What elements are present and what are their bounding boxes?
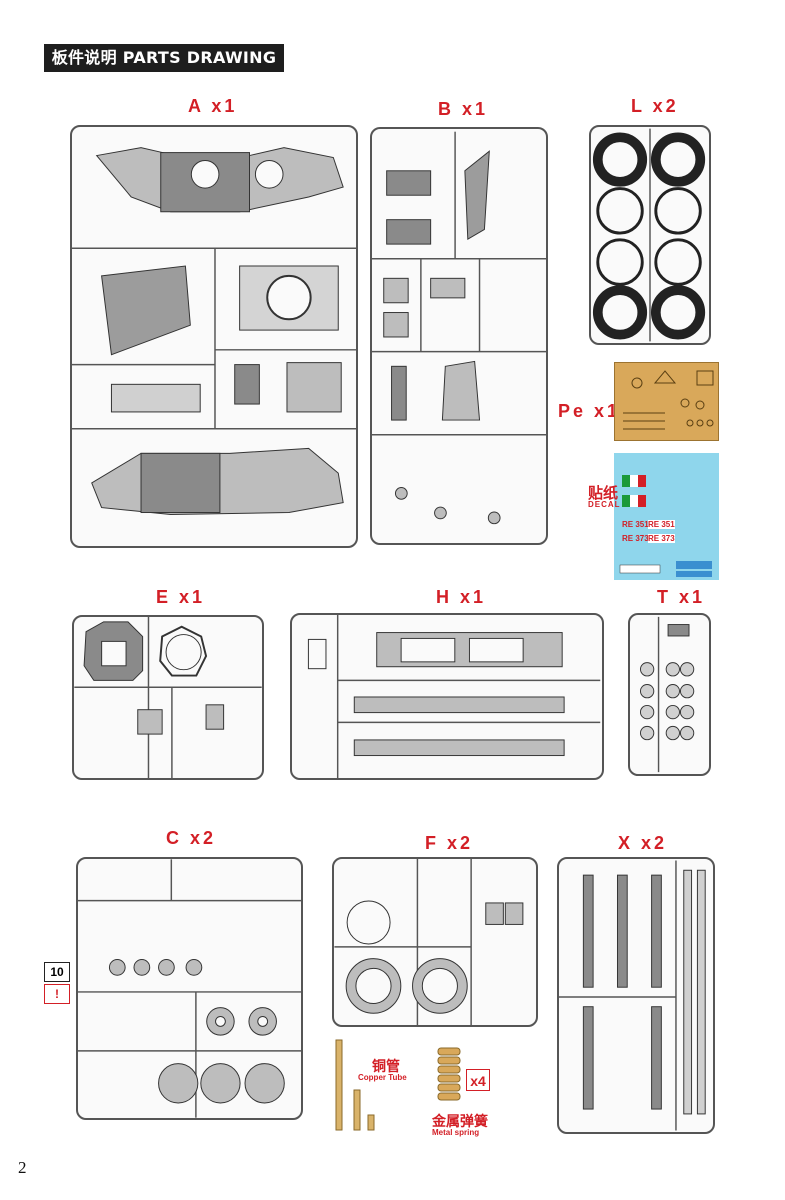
- sprue-c-art: [78, 859, 301, 1118]
- metal-spring-label-cn: 金属弹簧: [432, 1114, 488, 1130]
- sprue-l-art: [592, 128, 706, 342]
- metal-spring-label-en: Metal spring: [432, 1128, 480, 1137]
- copper-tube-icon: [335, 1039, 375, 1131]
- sprue-h: [290, 613, 604, 780]
- sprue-c-label: C x2: [166, 828, 217, 848]
- photo-etch-art: [623, 370, 714, 430]
- decal-watermark-en: DECAL: [588, 500, 621, 509]
- sprue-b-label: B x1: [438, 99, 489, 119]
- page-title: 板件说明 PARTS DRAWING: [44, 44, 284, 72]
- warning-icon: !: [44, 984, 70, 1004]
- sprue-x-art: [559, 860, 706, 1131]
- metal-spring-icon: [437, 1047, 461, 1101]
- sprue-h-label: H x1: [436, 587, 487, 607]
- decal-sheet: [614, 453, 719, 580]
- sprue-t-label: T x1: [657, 587, 706, 607]
- page-number: 2: [18, 1158, 27, 1177]
- sprue-x-label: X x2: [618, 833, 668, 853]
- sprue-b: [370, 127, 548, 545]
- callout-number: 10: [44, 962, 70, 982]
- decal-code-2: RE 373: [622, 534, 649, 543]
- decal-code-1: RE 351: [622, 520, 649, 529]
- sprue-e-art: [74, 617, 262, 778]
- spring-quantity: x4: [466, 1069, 490, 1091]
- sprue-f: [332, 857, 538, 1027]
- sprue-e: [72, 615, 264, 780]
- copper-tube-label-cn: 铜管: [372, 1059, 400, 1075]
- sprue-f-art: [334, 859, 524, 1025]
- sprue-a: [70, 125, 358, 548]
- photo-etch-sheet: [614, 362, 719, 441]
- sprue-b-art: [372, 131, 546, 525]
- copper-tube-label-en: Copper Tube: [358, 1073, 407, 1082]
- sprue-a-art: [72, 147, 356, 515]
- decal-code-3: RE 351: [648, 520, 675, 529]
- sprue-l-label: L x2: [631, 96, 679, 116]
- decal-watermark-cn: 贴纸: [588, 484, 619, 502]
- sprue-a-label: A x1: [188, 96, 238, 116]
- sprue-h-art: [307, 615, 601, 778]
- decal-art: [619, 475, 712, 577]
- sprue-l: [589, 125, 711, 345]
- sprue-t: [628, 613, 711, 776]
- sprue-f-label: F x2: [425, 833, 474, 853]
- sprue-t-art: [639, 616, 695, 773]
- sprue-e-label: E x1: [156, 587, 206, 607]
- sprue-pe-label: Pe x1: [558, 401, 621, 421]
- sprue-x: [557, 857, 715, 1134]
- sprue-c: [76, 857, 303, 1120]
- decal-code-4: RE 373: [648, 534, 675, 543]
